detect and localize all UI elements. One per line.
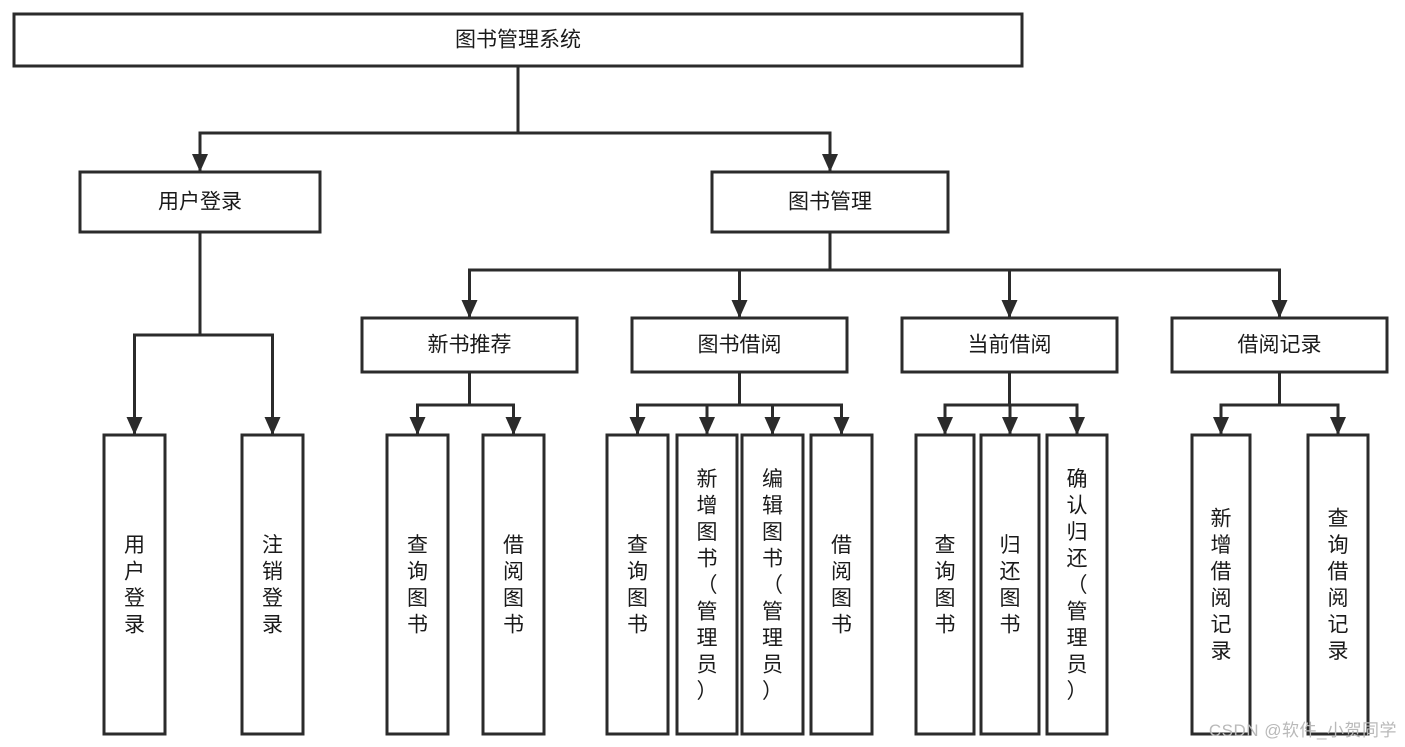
leaf-user-login-0-rect	[102, 433, 167, 736]
node-layer: 图书管理系统用户登录图书管理新书推荐图书借阅当前借阅借阅记录用户登录注销登录查询…	[12, 12, 1389, 736]
arrow-head	[833, 417, 850, 435]
leaf-new-book-2-rect	[385, 433, 450, 736]
leaf-current-borrow-9-label: 归还图书	[1000, 534, 1021, 637]
node-level2-2-rect	[900, 316, 1119, 374]
leaf-borrow-record-11-rect	[1190, 433, 1252, 736]
arrow-head	[731, 300, 748, 318]
arrow-head	[126, 417, 143, 435]
leaf-new-book-3-rect	[481, 433, 546, 736]
leaf-borrow-record-12-rect	[1306, 433, 1370, 736]
leaf-book-borrow-4[interactable]: 查询图书	[605, 433, 670, 736]
node-book-manage-rect	[710, 170, 950, 234]
leaf-user-login-0[interactable]: 用户登录	[102, 433, 167, 736]
node-root-system-rect	[12, 12, 1024, 68]
arrow-head	[937, 417, 953, 435]
leaf-book-borrow-6[interactable]: 编辑图书（管理员）	[740, 433, 805, 736]
leaf-current-borrow-8-rect	[914, 433, 976, 736]
leaf-book-borrow-4-label: 查询图书	[627, 534, 648, 637]
arrow-head	[1002, 417, 1018, 435]
leaf-new-book-2-label: 查询图书	[407, 534, 428, 637]
leaf-borrow-record-12-label: 查询借阅记录	[1328, 508, 1349, 664]
node-root-system[interactable]: 图书管理系统	[12, 12, 1024, 68]
node-level2-2-label: 当前借阅	[968, 334, 1052, 357]
leaf-user-login-1-rect	[240, 433, 305, 736]
arrow-head	[629, 417, 646, 435]
leaf-current-borrow-10[interactable]: 确认归还（管理员）	[1045, 433, 1109, 736]
leaf-new-book-2[interactable]: 查询图书	[385, 433, 450, 736]
leaf-new-book-3-label: 借阅图书	[503, 534, 524, 637]
node-user-login[interactable]: 用户登录	[78, 170, 322, 234]
node-level2-0-rect	[360, 316, 579, 374]
connector-layer	[126, 64, 1346, 435]
node-user-login-rect	[78, 170, 322, 234]
arrow-head	[699, 417, 715, 435]
leaf-current-borrow-8[interactable]: 查询图书	[914, 433, 976, 736]
arrow-head	[764, 417, 781, 435]
arrow-head	[822, 154, 838, 172]
node-root-system-label: 图书管理系统	[455, 29, 581, 52]
node-level2-1-label: 图书借阅	[698, 334, 782, 357]
leaf-book-borrow-5[interactable]: 新增图书（管理员）	[675, 433, 739, 736]
node-level2-1[interactable]: 图书借阅	[630, 316, 849, 374]
leaf-book-borrow-6-rect	[740, 433, 805, 736]
leaf-user-login-1-label: 注销登录	[262, 534, 283, 637]
node-level2-1-rect	[630, 316, 849, 374]
node-book-manage[interactable]: 图书管理	[710, 170, 950, 234]
leaf-current-borrow-9[interactable]: 归还图书	[979, 433, 1041, 736]
leaf-book-borrow-7[interactable]: 借阅图书	[809, 433, 874, 736]
arrow-head	[1069, 417, 1085, 435]
leaf-book-borrow-5-label: 新增图书（管理员）	[697, 468, 718, 703]
leaf-book-borrow-5-rect	[675, 433, 739, 736]
node-level2-2[interactable]: 当前借阅	[900, 316, 1119, 374]
node-level2-3[interactable]: 借阅记录	[1170, 316, 1389, 374]
arrow-head	[1001, 300, 1018, 318]
node-user-login-label: 用户登录	[158, 191, 242, 214]
arrow-head	[264, 417, 281, 435]
leaf-book-borrow-7-label: 借阅图书	[831, 534, 852, 637]
leaf-user-login-1[interactable]: 注销登录	[240, 433, 305, 736]
leaf-current-borrow-10-rect	[1045, 433, 1109, 736]
node-level2-3-label: 借阅记录	[1238, 334, 1322, 357]
leaf-borrow-record-12[interactable]: 查询借阅记录	[1306, 433, 1370, 736]
arrow-head	[505, 417, 522, 435]
node-level2-0[interactable]: 新书推荐	[360, 316, 579, 374]
leaf-user-login-0-label: 用户登录	[124, 534, 145, 637]
arrow-head	[1330, 417, 1346, 435]
leaf-borrow-record-11[interactable]: 新增借阅记录	[1190, 433, 1252, 736]
arrow-head	[461, 300, 478, 318]
leaf-book-borrow-7-rect	[809, 433, 874, 736]
arrow-head	[1271, 300, 1288, 318]
leaf-book-borrow-4-rect	[605, 433, 670, 736]
leaf-current-borrow-10-label: 确认归还（管理员）	[1067, 468, 1088, 703]
arrow-head	[192, 154, 208, 172]
leaf-borrow-record-11-label: 新增借阅记录	[1211, 508, 1232, 664]
leaf-book-borrow-6-label: 编辑图书（管理员）	[762, 468, 783, 703]
leaf-new-book-3[interactable]: 借阅图书	[481, 433, 546, 736]
arrow-head	[409, 417, 426, 435]
arrow-head	[1213, 417, 1229, 435]
leaf-current-borrow-9-rect	[979, 433, 1041, 736]
leaf-current-borrow-8-label: 查询图书	[935, 534, 956, 637]
node-level2-0-label: 新书推荐	[428, 334, 512, 357]
node-level2-3-rect	[1170, 316, 1389, 374]
node-book-manage-label: 图书管理	[788, 191, 872, 214]
